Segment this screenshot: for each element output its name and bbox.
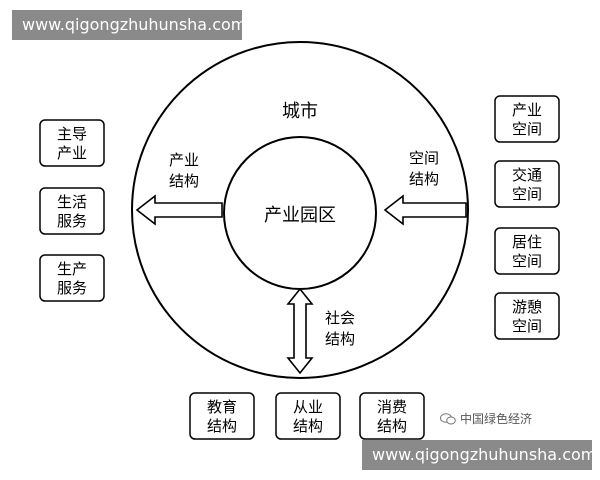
- box-education-structure-line2: 结构: [207, 417, 237, 435]
- box-residential-space-line2: 空间: [512, 252, 542, 270]
- box-leading-industry-line2: 产业: [57, 144, 87, 162]
- box-transport-space: [494, 160, 560, 208]
- left-arrow-label-line1: 产业: [169, 151, 199, 169]
- box-employment-structure-line2: 结构: [293, 417, 323, 435]
- outer-circle-label: 城市: [282, 101, 318, 122]
- box-production-services-line1: 生产: [57, 260, 87, 278]
- box-transport-space-line1: 交通: [512, 166, 542, 184]
- box-residential-space-line1: 居住: [512, 233, 542, 251]
- box-residential-space: [494, 227, 560, 275]
- left-arrow-label-line2: 结构: [169, 172, 199, 190]
- left-arrow: [135, 194, 223, 226]
- box-transport-space-line2: 空间: [512, 185, 542, 203]
- right-arrow: [383, 194, 467, 226]
- watermark-bottom: www.qigongzhuhunsha.com: [362, 440, 596, 470]
- box-leisure-space: [494, 292, 560, 340]
- wechat-icon: [440, 412, 456, 424]
- box-education-structure-line1: 教育: [207, 398, 237, 416]
- box-consumption-structure-line2: 结构: [377, 417, 407, 435]
- box-education-structure: [189, 392, 255, 440]
- inner-circle-label: 产业园区: [264, 205, 336, 226]
- box-industrial-space-line1: 产业: [512, 101, 542, 119]
- watermark-top: www.qigongzhuhunsha.com: [12, 10, 246, 40]
- city-outer-circle: [131, 41, 469, 379]
- box-leading-industry-line1: 主导: [57, 125, 87, 143]
- right-arrow-label-line2: 结构: [409, 170, 439, 188]
- bottom-arrow-label-line1: 社会: [325, 309, 355, 327]
- box-living-services-line1: 生活: [57, 193, 87, 211]
- box-leisure-space-line1: 游憩: [512, 298, 542, 316]
- box-industrial-space-line2: 空间: [512, 120, 542, 138]
- right-arrow-label-line1: 空间: [409, 149, 439, 167]
- box-employment-structure-line1: 从业: [293, 398, 323, 416]
- source-badge: 中国绿色经济: [440, 410, 532, 427]
- box-leisure-space-line2: 空间: [512, 317, 542, 335]
- box-production-services-line2: 服务: [57, 279, 87, 297]
- box-employment-structure: [275, 392, 341, 440]
- box-consumption-structure: [359, 392, 425, 440]
- box-consumption-structure-line1: 消费: [377, 398, 407, 416]
- box-living-services: [39, 187, 105, 235]
- box-industrial-space: [494, 95, 560, 143]
- bottom-arrow-label-line2: 结构: [325, 330, 355, 348]
- box-leading-industry: [39, 119, 105, 167]
- bottom-double-arrow: [286, 287, 314, 375]
- source-badge-text: 中国绿色经济: [460, 412, 533, 426]
- box-living-services-line2: 服务: [57, 212, 87, 230]
- box-production-services: [39, 254, 105, 302]
